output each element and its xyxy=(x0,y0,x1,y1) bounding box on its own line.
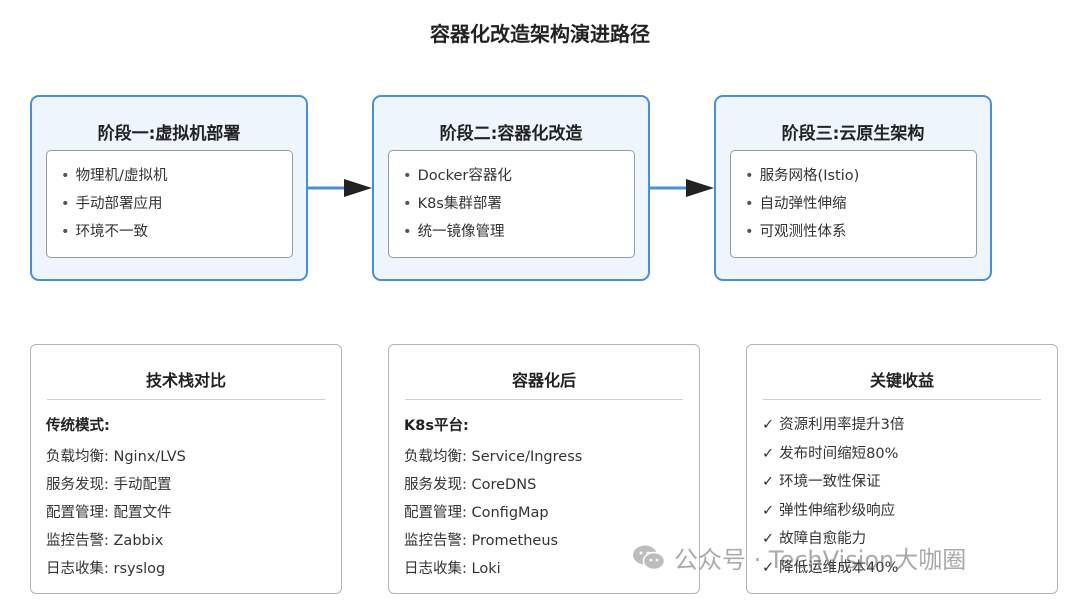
list-item: •服务网格(Istio) xyxy=(745,168,860,184)
stage-3-list: •服务网格(Istio) •自动弹性伸缩 •可观测性体系 xyxy=(730,150,977,258)
arrow-stage-1-to-2 xyxy=(308,179,372,197)
list-item: ✓故障自愈能力 xyxy=(762,531,867,547)
watermark: 公众号 · TechVision大咖圈 xyxy=(632,540,966,575)
list-item: 服务发现: CoreDNS xyxy=(404,477,537,493)
list-item: 负载均衡: Nginx/LVS xyxy=(46,449,186,465)
list-item: •统一镜像管理 xyxy=(403,224,505,240)
list-item: ✓环境一致性保证 xyxy=(762,474,881,490)
list-item: ✓降低运维成本40% xyxy=(762,559,899,576)
list-item: ✓发布时间缩短80% xyxy=(762,445,899,462)
tech-stack-title: 技术栈对比 xyxy=(145,371,226,390)
list-item: 监控告警: Prometheus xyxy=(404,533,559,549)
bullet-icon: • xyxy=(745,168,754,184)
stage-1-title: 阶段一:虚拟机部署 xyxy=(97,124,241,144)
check-icon: ✓ xyxy=(762,445,775,462)
after-container-panel: 容器化后 K8s平台: 负载均衡: Service/Ingress 服务发现: … xyxy=(388,344,700,594)
list-item: •手动部署应用 xyxy=(61,196,163,212)
bullet-icon: • xyxy=(61,196,70,212)
bullet-icon: • xyxy=(61,224,70,240)
list-item: 监控告警: Zabbix xyxy=(46,533,164,549)
bullet-icon: • xyxy=(745,196,754,212)
tech-stack-subtitle: 传统模式: xyxy=(46,418,110,434)
bullet-icon: • xyxy=(403,196,412,212)
divider xyxy=(763,399,1041,400)
list-item: 日志收集: Loki xyxy=(404,561,501,577)
stage-3-title: 阶段三:云原生架构 xyxy=(781,124,925,144)
bullet-icon: • xyxy=(61,168,70,184)
bullet-icon: • xyxy=(745,224,754,240)
benefits-title: 关键收益 xyxy=(869,371,934,390)
list-item: •自动弹性伸缩 xyxy=(745,196,847,212)
stage-1-box: 阶段一:虚拟机部署 •物理机/虚拟机 •手动部署应用 •环境不一致 xyxy=(30,95,308,281)
list-item: •物理机/虚拟机 xyxy=(61,168,168,184)
bullet-icon: • xyxy=(403,168,412,184)
after-container-title: 容器化后 xyxy=(511,371,576,390)
bullet-icon: • xyxy=(403,224,412,240)
stage-2-box: 阶段二:容器化改造 •Docker容器化 •K8s集群部署 •统一镜像管理 xyxy=(372,95,650,281)
arrow-stage-2-to-3 xyxy=(650,179,714,197)
stage-3-box: 阶段三:云原生架构 •服务网格(Istio) •自动弹性伸缩 •可观测性体系 xyxy=(714,95,992,281)
check-icon: ✓ xyxy=(762,559,775,576)
list-item: ✓弹性伸缩秒级响应 xyxy=(762,502,896,519)
check-icon: ✓ xyxy=(762,531,775,547)
check-icon: ✓ xyxy=(762,474,775,490)
list-item: 负载均衡: Service/Ingress xyxy=(404,449,583,465)
stage-2-title: 阶段二:容器化改造 xyxy=(439,124,583,144)
divider xyxy=(405,399,683,400)
list-item: •可观测性体系 xyxy=(745,224,847,240)
after-container-subtitle: K8s平台: xyxy=(404,418,469,434)
list-item: 服务发现: 手动配置 xyxy=(46,477,172,493)
list-item: •K8s集群部署 xyxy=(403,196,502,212)
stage-2-list: •Docker容器化 •K8s集群部署 •统一镜像管理 xyxy=(388,150,635,258)
watermark-text: 公众号 · TechVision大咖圈 xyxy=(674,546,967,574)
list-item: •Docker容器化 xyxy=(403,168,512,184)
list-item: 日志收集: rsyslog xyxy=(46,561,166,577)
divider xyxy=(47,399,325,400)
diagram-title: 容器化改造架构演进路径 xyxy=(430,22,650,46)
stage-1-list: •物理机/虚拟机 •手动部署应用 •环境不一致 xyxy=(46,150,293,258)
check-icon: ✓ xyxy=(762,417,775,433)
check-icon: ✓ xyxy=(762,502,775,519)
benefits-panel: 关键收益 ✓资源利用率提升3倍 ✓发布时间缩短80% ✓环境一致性保证 ✓弹性伸… xyxy=(746,344,1058,594)
list-item: •环境不一致 xyxy=(61,224,149,240)
tech-stack-panel: 技术栈对比 传统模式: 负载均衡: Nginx/LVS 服务发现: 手动配置 配… xyxy=(30,344,342,594)
list-item: ✓资源利用率提升3倍 xyxy=(762,417,905,433)
wechat-icon xyxy=(633,545,666,570)
list-item: 配置管理: 配置文件 xyxy=(46,505,172,521)
list-item: 配置管理: ConfigMap xyxy=(404,505,549,521)
